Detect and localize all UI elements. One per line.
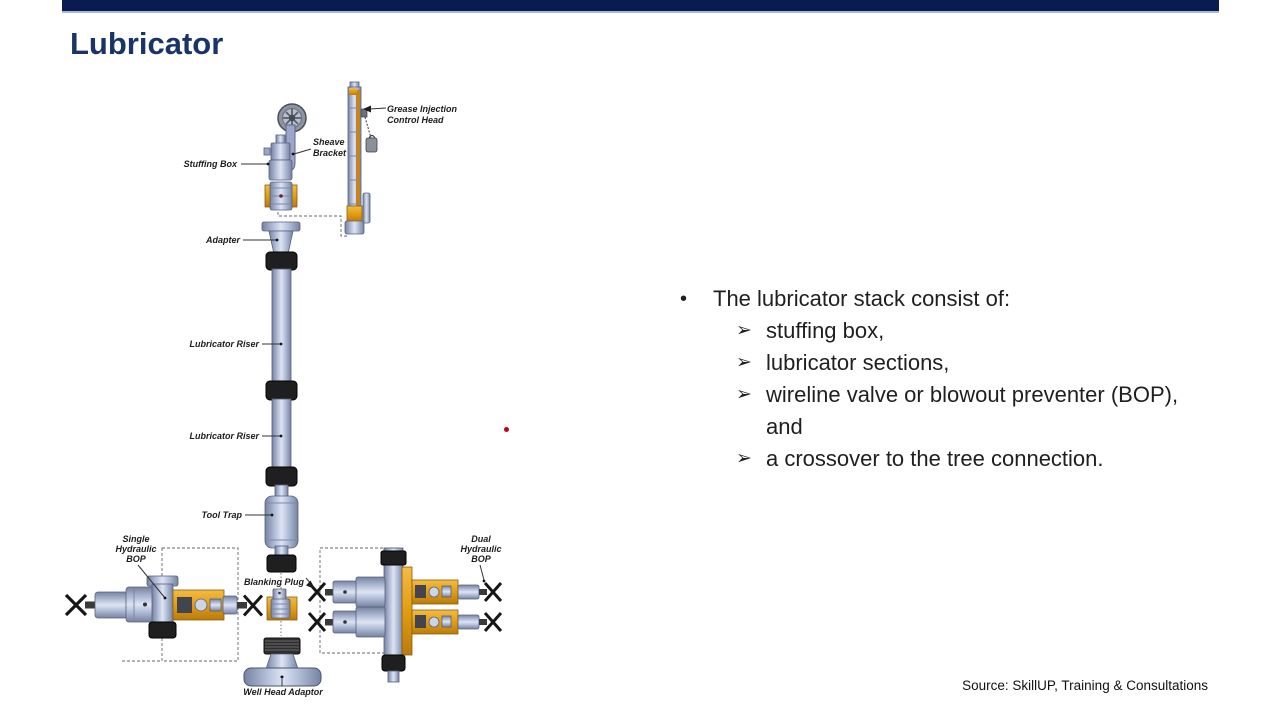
quick-union-part [264, 181, 298, 211]
accent-bar [62, 0, 1219, 13]
label-dual-bop-line1: Dual [471, 534, 491, 544]
label-grease-injection-line2: Control Head [387, 115, 444, 125]
label-tool-trap: Tool Trap [202, 510, 243, 520]
sub-bullet-item: ➢ lubricator sections, [736, 347, 1220, 379]
tool-trap-part [264, 484, 299, 573]
label-single-bop-line2: Hydraulic [115, 544, 156, 554]
main-bullet-text: The lubricator stack consist of: [713, 286, 1011, 311]
lubricator-stack-diagram: Grease Injection Control Head Sheave Bra… [64, 81, 503, 697]
lubricator-riser-1-part [265, 251, 298, 401]
grease-injection-control-head-part [344, 81, 378, 235]
adapter-part [261, 221, 301, 255]
blanking-plug-part [266, 588, 298, 621]
label-adapter: Adapter [205, 235, 241, 245]
source-attribution: Source: SkillUP, Training & Consultation… [962, 678, 1208, 693]
laser-pointer-dot [504, 427, 509, 432]
single-hydraulic-bop-part [64, 575, 264, 639]
sub-bullet-text: lubricator sections, [766, 350, 950, 375]
label-single-bop-line1: Single [122, 534, 149, 544]
label-stuffing-box: Stuffing Box [184, 159, 238, 169]
dual-hydraulic-bop-part [307, 547, 503, 683]
chevron-bullet-icon: ➢ [736, 448, 752, 469]
sub-bullet-item: ➢ a crossover to the tree connection. [736, 443, 1220, 475]
label-well-head-adaptor: Well Head Adaptor [243, 687, 323, 697]
well-head-adaptor-part [243, 637, 322, 687]
label-blanking-plug: Blanking Plug [244, 577, 305, 587]
bullet-glyph: • [680, 288, 688, 310]
label-grease-injection-line1: Grease Injection [387, 104, 458, 114]
main-bullet-item: • The lubricator stack consist of: [680, 283, 1220, 315]
lubricator-riser-2-part [265, 398, 298, 487]
label-single-bop-line3: BOP [126, 554, 147, 564]
sub-bullet-text: wireline valve or blowout preventer (BOP… [766, 382, 1179, 439]
page-title: Lubricator [70, 26, 224, 61]
label-dual-bop-line3: BOP [471, 554, 492, 564]
bullet-list: • The lubricator stack consist of: ➢ stu… [680, 283, 1220, 475]
stuffing-box-part [263, 134, 293, 181]
label-lubricator-riser-2: Lubricator Riser [189, 431, 259, 441]
sub-bullet-item: ➢ stuffing box, [736, 315, 1220, 347]
label-dual-bop-line2: Hydraulic [460, 544, 501, 554]
chevron-bullet-icon: ➢ [736, 320, 752, 341]
label-sheave-bracket-line2: Bracket [313, 148, 347, 158]
sub-bullet-item: ➢ wireline valve or blowout preventer (B… [736, 379, 1220, 443]
label-sheave-bracket-line1: Sheave [313, 137, 345, 147]
sub-bullet-text: a crossover to the tree connection. [766, 446, 1104, 471]
chevron-bullet-icon: ➢ [736, 384, 752, 405]
sheave-wheel [277, 103, 307, 133]
chevron-bullet-icon: ➢ [736, 352, 752, 373]
label-lubricator-riser-1: Lubricator Riser [189, 339, 259, 349]
sub-bullet-text: stuffing box, [766, 318, 885, 343]
label-leader-lines [137, 105, 486, 600]
